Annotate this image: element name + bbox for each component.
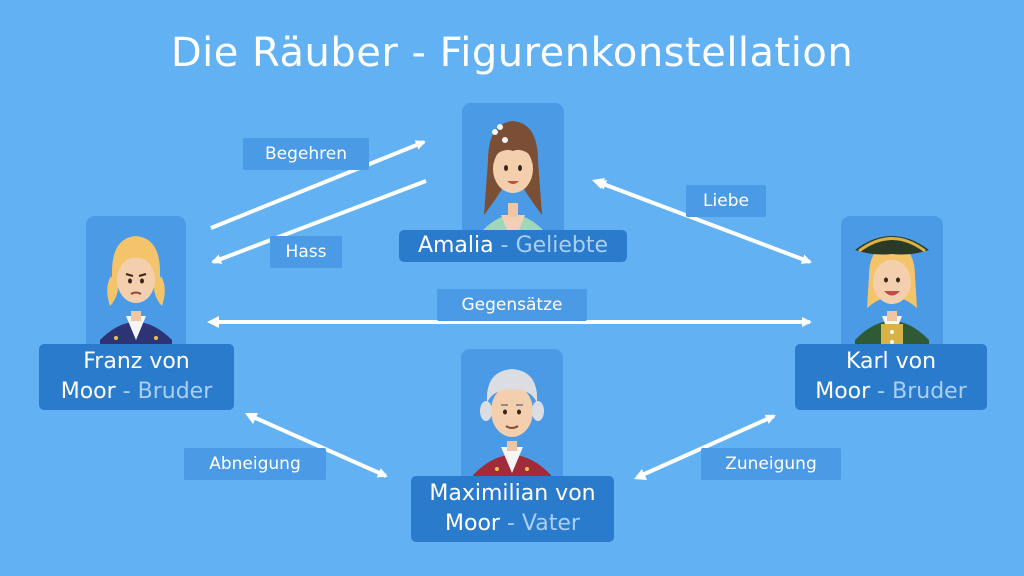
arrow-liebe [596, 180, 812, 264]
arrowhead-abneigung-start [245, 413, 258, 424]
maximilian-card [461, 349, 563, 489]
franz-portrait [100, 236, 172, 356]
karl-separator: - [870, 379, 893, 404]
diagram-title: Die Räuber - Figurenkonstellation [170, 30, 854, 76]
amalia-separator: - [493, 233, 516, 258]
amalia-name: Amalia [417, 233, 494, 258]
karl-portrait [855, 236, 929, 356]
franz-separator: - [115, 379, 138, 404]
maximilian-separator: - [499, 511, 522, 536]
amalia-name-box: Amalia - Geliebte [399, 230, 627, 262]
franz-name-line2: Moor [60, 379, 116, 404]
relation-label-zuneigung: Zuneigung [701, 448, 841, 480]
arrowhead-gegensaetze-start [207, 316, 219, 328]
relation-label-liebe: Liebe [686, 185, 766, 217]
maximilian-name-line2: Moor [445, 511, 500, 536]
arrow-zuneigung [639, 414, 776, 478]
franz-card [86, 216, 186, 356]
karl-name-line1: Karl von [845, 349, 937, 374]
arrow-abneigung [250, 414, 388, 478]
franz-role: Bruder [137, 379, 213, 404]
maximilian-portrait [473, 369, 551, 489]
arrowhead-zuneigung-start [634, 469, 647, 480]
arrow-hass [211, 179, 427, 264]
relation-label-hass: Hass [270, 236, 342, 268]
relation-label-gegensaetze: Gegensätze [437, 289, 587, 321]
karl-card [841, 216, 943, 356]
franz-name-line1: Franz von [83, 349, 190, 374]
relation-label-abneigung: Abneigung [184, 448, 326, 480]
karl-name-line2: Moor [815, 379, 871, 404]
maximilian-name-line1: Maximilian von [429, 481, 596, 506]
karl-role: Bruder [892, 379, 967, 404]
maximilian-role: Vater [521, 511, 580, 536]
amalia-role: Geliebte [515, 233, 609, 258]
arrowhead-liebe-start [592, 178, 605, 189]
relation-label-begehren: Begehren [243, 138, 369, 170]
arrow-begehren [210, 140, 426, 230]
